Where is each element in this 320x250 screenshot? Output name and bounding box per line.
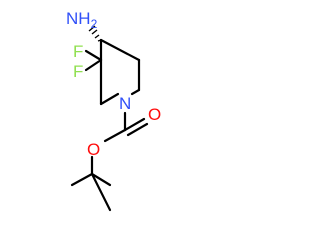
bond-ctert-me2 (70, 172, 94, 187)
ring-nitrogen-label: N (119, 94, 131, 113)
bond-c3-f1 (84, 49, 103, 62)
carbonyl-oxygen-label: O (148, 105, 161, 124)
ester-oxygen-label: O (87, 140, 100, 159)
bond-ctert-me3 (90, 172, 112, 187)
fluorine-2-label: F (73, 62, 83, 81)
bond-carbonyl-o-b (126, 122, 149, 137)
structure-diagram: NH2 F F N O O (66, 9, 161, 212)
bond-c4-c5 (99, 38, 141, 62)
bond-n1-c2 (99, 92, 120, 106)
bond-carbonyl-oester (103, 128, 127, 143)
bond-ctert-me1 (90, 172, 112, 212)
amino-group-label: NH2 (66, 9, 98, 31)
bond-c6-n1 (130, 88, 141, 96)
bonds (70, 38, 149, 212)
stereo-hash-bond (88, 25, 102, 42)
bond-carbonyl-o-a (123, 117, 146, 132)
fluorine-1-label: F (73, 42, 83, 61)
bond-c3-f2 (84, 58, 103, 72)
